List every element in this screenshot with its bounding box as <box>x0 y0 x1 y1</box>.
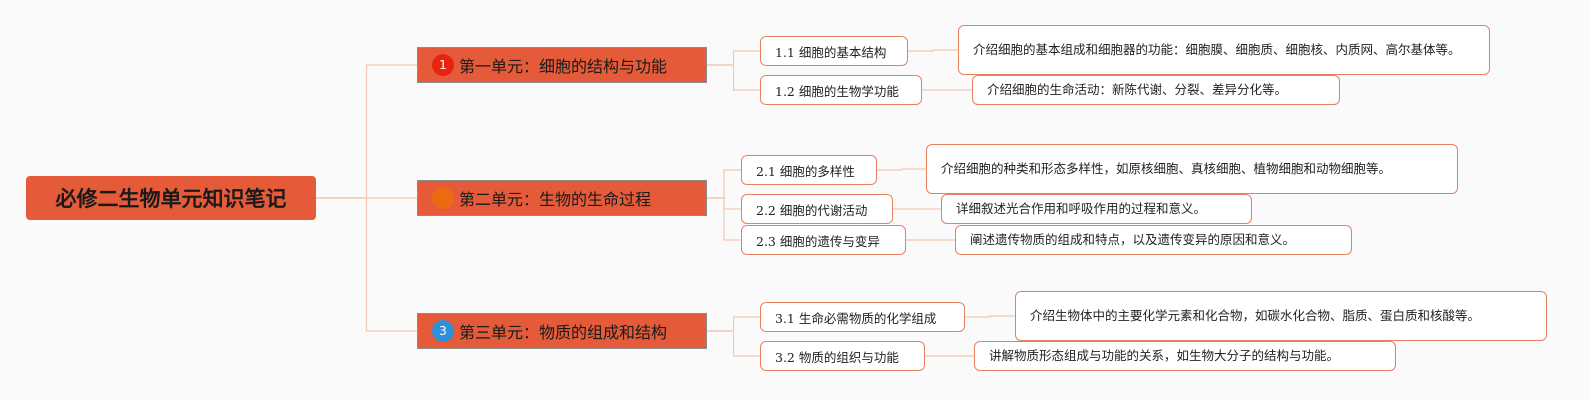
link-root-unit-1 <box>316 64 417 199</box>
unit-2-node[interactable]: 第二单元：生物的生命过程 <box>417 180 707 216</box>
link-unit-topic-2-1 <box>707 169 741 199</box>
topic-1-2-label: 1.2 细胞的生物学功能 <box>775 83 899 99</box>
topic-1-2-note[interactable]: 介绍细胞的生命活动：新陈代谢、分裂、差异分化等。 <box>972 75 1340 105</box>
topic-2-2-note[interactable]: 详细叙述光合作用和呼吸作用的过程和意义。 <box>941 194 1252 224</box>
link-topic-note-3-1 <box>965 315 1015 318</box>
unit-1-node[interactable]: 1 第一单元：细胞的结构与功能 <box>417 47 707 83</box>
topic-3-1-note-text: 介绍生物体中的主要化学元素和化合物，如碳水化合物、脂质、蛋白质和核酸等。 <box>1030 308 1481 323</box>
topic-2-3-node[interactable]: 2.3 细胞的遗传与变异 <box>741 225 906 255</box>
topic-2-2-node[interactable]: 2.2 细胞的代谢活动 <box>741 194 893 224</box>
topic-1-2-note-text: 介绍细胞的生命活动：新陈代谢、分裂、差异分化等。 <box>987 82 1288 97</box>
topic-2-2-label: 2.2 细胞的代谢活动 <box>756 202 868 218</box>
topic-2-1-node[interactable]: 2.1 细胞的多样性 <box>741 155 877 185</box>
topic-1-1-node[interactable]: 1.1 细胞的基本结构 <box>760 36 908 66</box>
topic-1-1-note[interactable]: 介绍细胞的基本组成和细胞器的功能：细胞膜、细胞质、细胞核、内质网、高尔基体等。 <box>958 25 1490 75</box>
unit-1-title: 第一单元：细胞的结构与功能 <box>459 57 668 76</box>
link-unit-topic-1-1 <box>707 50 760 66</box>
topic-2-3-note-text: 阐述遗传物质的组成和特点，以及遗传变异的原因和意义。 <box>970 232 1296 247</box>
root-topic[interactable]: 必修二生物单元知识笔记 <box>26 176 316 220</box>
topic-3-2-node[interactable]: 3.2 物质的组织与功能 <box>760 341 925 371</box>
link-unit-topic-3-1 <box>707 316 760 332</box>
unit-3-node[interactable]: 3 第三单元：物质的组成和结构 <box>417 313 707 349</box>
unit-3-title: 第三单元：物质的组成和结构 <box>459 323 668 342</box>
link-root-unit-3 <box>316 197 417 332</box>
unit-2-number-badge <box>432 187 454 209</box>
link-unit-topic-3-2 <box>707 330 760 357</box>
topic-2-1-label: 2.1 细胞的多样性 <box>756 163 855 179</box>
topic-2-1-note[interactable]: 介绍细胞的种类和形态多样性，如原核细胞、真核细胞、植物细胞和动物细胞等。 <box>926 144 1458 194</box>
topic-3-1-node[interactable]: 3.1 生命必需物质的化学组成 <box>760 302 965 332</box>
root-title: 必修二生物单元知识笔记 <box>55 187 287 211</box>
topic-3-1-label: 3.1 生命必需物质的化学组成 <box>775 310 937 326</box>
link-topic-note-2-1 <box>877 168 926 171</box>
topic-1-1-label: 1.1 细胞的基本结构 <box>775 44 887 60</box>
topic-2-3-note[interactable]: 阐述遗传物质的组成和特点，以及遗传变异的原因和意义。 <box>955 225 1352 255</box>
topic-3-1-note[interactable]: 介绍生物体中的主要化学元素和化合物，如碳水化合物、脂质、蛋白质和核酸等。 <box>1015 291 1547 341</box>
topic-2-3-label: 2.3 细胞的遗传与变异 <box>756 233 880 249</box>
link-unit-topic-1-2 <box>707 64 760 91</box>
unit-1-number-badge: 1 <box>432 54 454 76</box>
unit-3-number-badge: 3 <box>432 320 454 342</box>
topic-2-2-note-text: 详细叙述光合作用和呼吸作用的过程和意义。 <box>956 201 1207 216</box>
topic-3-2-note-text: 讲解物质形态组成与功能的关系，如生物大分子的结构与功能。 <box>989 348 1340 363</box>
topic-2-1-note-text: 介绍细胞的种类和形态多样性，如原核细胞、真核细胞、植物细胞和动物细胞等。 <box>941 161 1392 176</box>
link-topic-note-1-1 <box>908 49 958 52</box>
topic-1-2-node[interactable]: 1.2 细胞的生物学功能 <box>760 75 922 105</box>
unit-2-title: 第二单元：生物的生命过程 <box>459 190 652 209</box>
topic-3-2-label: 3.2 物质的组织与功能 <box>775 349 899 365</box>
link-unit-topic-2-3 <box>707 197 741 241</box>
topic-1-1-note-text: 介绍细胞的基本组成和细胞器的功能：细胞膜、细胞质、细胞核、内质网、高尔基体等。 <box>973 42 1461 57</box>
topic-3-2-note[interactable]: 讲解物质形态组成与功能的关系，如生物大分子的结构与功能。 <box>974 341 1396 371</box>
